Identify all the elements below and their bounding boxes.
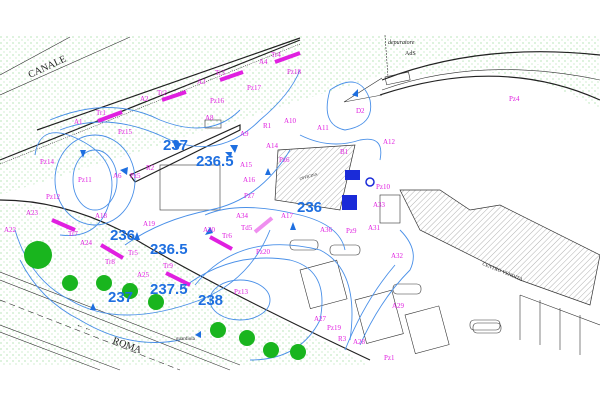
survey-points: A1 Tr1 Pz15 A2 Tr2 Pz16 A3 Tr3 Pz17 A4 T… bbox=[4, 51, 520, 362]
point-label: Pz11 bbox=[78, 176, 92, 184]
point-label: R3 bbox=[338, 335, 347, 343]
point-label: A17 bbox=[281, 212, 294, 220]
point-label: Pz6 bbox=[279, 156, 290, 164]
point-label: Tr6 bbox=[222, 232, 232, 240]
point-label: A32 bbox=[391, 252, 404, 260]
point-label: Tr8 bbox=[105, 258, 115, 266]
point-label: A33 bbox=[373, 201, 386, 209]
point-label: A36 bbox=[320, 226, 333, 234]
contour-lines bbox=[14, 69, 414, 361]
point-label: Pz17 bbox=[247, 84, 262, 92]
point-label: A9 bbox=[240, 130, 249, 138]
point-label: Tr5 bbox=[128, 249, 138, 257]
arrow-icon bbox=[352, 89, 358, 97]
point-label: A14 bbox=[266, 142, 279, 150]
point-label: A34 bbox=[236, 212, 249, 220]
point-label: A23 bbox=[26, 209, 39, 217]
point-label: Pz10 bbox=[376, 183, 391, 191]
point-label: A4 bbox=[259, 58, 268, 66]
point-label: A24 bbox=[80, 239, 93, 247]
point-label: R1 bbox=[263, 122, 272, 130]
point-label: Pz19 bbox=[327, 324, 342, 332]
arrow-icon bbox=[120, 167, 128, 175]
point-label: R2 bbox=[146, 164, 155, 172]
point-label: A6 bbox=[113, 172, 122, 180]
point-label: Pz13 bbox=[234, 288, 249, 296]
point-label: D2 bbox=[356, 107, 365, 115]
arrow-icon bbox=[205, 227, 213, 235]
contour-label: 237.5 bbox=[150, 281, 188, 298]
point-label: A28 bbox=[353, 338, 366, 346]
point-label: Pz5 bbox=[130, 172, 141, 180]
point-label: A25 bbox=[137, 271, 150, 279]
trenches bbox=[51, 51, 301, 287]
depurator-sublabel: AdS bbox=[405, 51, 416, 57]
flow-arrows bbox=[80, 89, 358, 338]
contour-label: 236 bbox=[110, 227, 135, 244]
point-label: A12 bbox=[383, 138, 396, 146]
arrow-icon bbox=[134, 232, 140, 240]
vegetation-north bbox=[0, 35, 600, 195]
contour-label: 237 bbox=[108, 289, 133, 306]
trees bbox=[24, 241, 306, 360]
point-label: B1 bbox=[340, 148, 349, 156]
point-label: Tr7 bbox=[68, 230, 78, 238]
workshop-building bbox=[274, 144, 356, 211]
point-label: Td5 bbox=[241, 224, 253, 232]
point-label: Pz14 bbox=[40, 158, 55, 166]
depurator-label: depuratore bbox=[388, 40, 415, 46]
arrow-icon bbox=[195, 331, 201, 338]
point-label: A19 bbox=[143, 220, 156, 228]
point-label: A2 bbox=[140, 95, 149, 103]
point-label: A1 bbox=[74, 118, 83, 126]
contour-label: 236.5 bbox=[196, 153, 234, 170]
point-label: Pz18 bbox=[287, 68, 302, 76]
arrow-icon bbox=[80, 150, 86, 158]
point-label: A11 bbox=[317, 124, 329, 132]
arrow-icon bbox=[90, 303, 96, 310]
point-label: Pz12 bbox=[46, 193, 61, 201]
point-label: A31 bbox=[368, 224, 381, 232]
point-label: Pz7 bbox=[244, 192, 255, 200]
point-label: A3 bbox=[197, 78, 206, 86]
point-label: A15 bbox=[240, 161, 253, 169]
service-center-building bbox=[399, 189, 600, 306]
arrow-icon bbox=[230, 145, 238, 153]
contour-label: 238 bbox=[198, 292, 223, 309]
guard-label: guardiola bbox=[176, 337, 196, 342]
point-label: Tr9 bbox=[163, 262, 173, 270]
point-label: Pz20 bbox=[256, 248, 271, 256]
point-label: Pz15 bbox=[118, 128, 133, 136]
point-label: A18 bbox=[95, 212, 108, 220]
point-label: Pz16 bbox=[210, 97, 225, 105]
point-label: Tr4 bbox=[271, 51, 281, 59]
point-label: Tr2 bbox=[157, 89, 167, 97]
point-label: A16 bbox=[243, 176, 256, 184]
arrow-icon bbox=[265, 168, 271, 175]
workshop-label: OFFICINA bbox=[299, 171, 318, 181]
point-label: Pz1 bbox=[384, 354, 395, 362]
point-label: Pz4 bbox=[509, 95, 520, 103]
contour-elevation-labels: 237 236.5 236 236 236.5 237 237.5 238 bbox=[108, 137, 322, 309]
point-label: Tr3 bbox=[215, 69, 225, 77]
point-label: A27 bbox=[314, 315, 327, 323]
arrow-icon bbox=[290, 222, 296, 230]
point-label: A20 bbox=[203, 226, 216, 234]
point-label: Tr1 bbox=[96, 109, 106, 117]
contour-label: 236.5 bbox=[150, 241, 188, 258]
canal bbox=[0, 34, 600, 165]
contour-label: 236 bbox=[297, 199, 322, 216]
point-label: Pz9 bbox=[346, 227, 357, 235]
point-label: A22 bbox=[4, 226, 17, 234]
point-label: A29 bbox=[392, 302, 405, 310]
contour-label: 237 bbox=[163, 137, 188, 154]
arrow-icon bbox=[172, 140, 182, 150]
point-label: A10 bbox=[284, 117, 297, 125]
arrow-icon bbox=[225, 152, 232, 158]
buildings bbox=[129, 119, 600, 355]
point-label: A8 bbox=[205, 114, 214, 122]
